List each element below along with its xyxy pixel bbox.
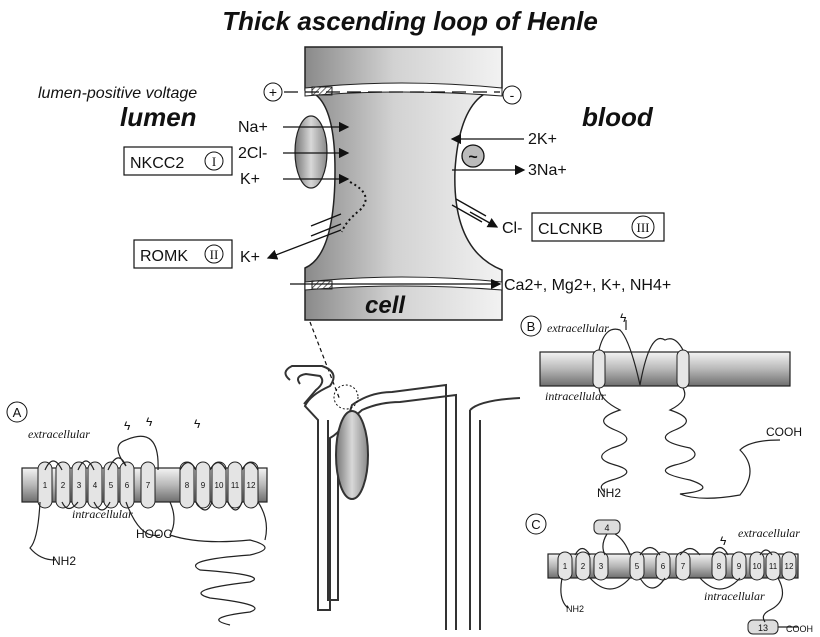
- panel-a-segment-1-label: 1: [43, 481, 48, 490]
- romk-roman: II: [210, 247, 219, 262]
- panel-c-loops: [561, 534, 798, 627]
- panel-c-segment-11-label: 11: [769, 562, 778, 571]
- na-label: Na+: [238, 119, 268, 136]
- panel-a-segment-7-label: 7: [146, 481, 151, 490]
- plus-text: +: [269, 84, 277, 100]
- panel-a-hooc: HOOC: [136, 527, 172, 541]
- panel-a-segment-3-label: 3: [77, 481, 82, 490]
- panel-a-letter: A: [13, 405, 22, 420]
- panel-c-cooh: COOH: [786, 624, 813, 634]
- nephron-tubule: [285, 366, 446, 630]
- panel-b-extracellular: extracellular: [547, 321, 609, 335]
- panel-a-intracellular: intracellular: [72, 507, 133, 521]
- nkcc2-label: NKCC2: [130, 155, 184, 172]
- panel-b-m2: [677, 350, 689, 388]
- tal-segment: [336, 411, 368, 499]
- k-lumen-label: K+: [240, 171, 260, 188]
- panel-a-segment-2-label: 2: [61, 481, 66, 490]
- paracellular-label: Ca2+, Mg2+, K+, NH4+: [504, 277, 671, 294]
- panel-a-segment-6-label: 6: [125, 481, 130, 490]
- nephron-inner: [298, 374, 456, 630]
- panel-b-glyco: ϟ: [620, 311, 627, 325]
- k-romk-label: K+: [240, 249, 260, 266]
- panel-b-nh2: NH2: [597, 486, 621, 500]
- pump-symbol: ~: [468, 149, 477, 166]
- blood-label: blood: [582, 102, 654, 132]
- panel-c-segment-8-label: 8: [717, 562, 722, 571]
- junction-hatch-top: [312, 87, 332, 95]
- panel-a-segment-10-label: 10: [215, 481, 224, 490]
- minus-text: -: [510, 87, 515, 103]
- panel-c-glyco: ϟ: [720, 534, 727, 548]
- panel-a-glyco-3: ϟ: [194, 417, 201, 431]
- clcnkb-channel-b: [456, 199, 486, 216]
- panel-c-seg4-label: 4: [604, 523, 609, 533]
- panel-a-segment-8-label: 8: [185, 481, 190, 490]
- cell-label: cell: [365, 292, 406, 319]
- cl-blood-label: Cl-: [502, 220, 522, 237]
- panel-a-glyco-1: ϟ: [124, 419, 131, 433]
- lumen-label: lumen: [120, 102, 197, 132]
- macula-densa: [334, 385, 358, 409]
- panel-b-cooh: COOH: [766, 425, 802, 439]
- clcnkb-roman: III: [637, 220, 650, 235]
- voltage-label: lumen-positive voltage: [38, 85, 197, 102]
- panel-a-c-tail: [170, 502, 265, 625]
- panel-b-intracellular: intracellular: [545, 389, 606, 403]
- panel-c-letter: C: [531, 517, 540, 532]
- panel-a-segment-4-label: 4: [93, 481, 98, 490]
- romk-label: ROMK: [140, 248, 188, 265]
- panel-b-m1: [593, 350, 605, 388]
- panel-b-loop: [599, 320, 780, 498]
- figure-title: Thick ascending loop of Henle: [222, 6, 598, 36]
- panel-c-segment-5-label: 5: [635, 562, 640, 571]
- panel-a-segment-9-label: 9: [201, 481, 206, 490]
- panel-a-glyco-2: ϟ: [146, 415, 153, 429]
- k2-label: 2K+: [528, 131, 557, 148]
- junction-hatch-bottom: [312, 281, 332, 289]
- panel-c-intracellular: intracellular: [704, 589, 765, 603]
- collecting-duct: [470, 398, 520, 630]
- panel-a-extracellular: extracellular: [28, 427, 90, 441]
- panel-a: A extracellular intracellular 1234567891…: [7, 402, 267, 625]
- panel-b-letter: B: [527, 319, 536, 334]
- panel-b: B extracellular intracellular ϟ NH2 COOH: [521, 311, 802, 500]
- panel-c-segment-9-label: 9: [737, 562, 742, 571]
- panel-a-segment-12-label: 12: [247, 481, 256, 490]
- panel-c-segment-2-label: 2: [581, 562, 586, 571]
- panel-a-segment-11-label: 11: [231, 481, 240, 490]
- panel-c-segment-7-label: 7: [681, 562, 686, 571]
- panel-c-nh2: NH2: [566, 604, 584, 614]
- panel-c-seg13-label: 13: [758, 623, 768, 633]
- panel-c-segment-6-label: 6: [661, 562, 666, 571]
- panel-c-segment-3-label: 3: [599, 562, 604, 571]
- panel-c-segment-1-label: 1: [563, 562, 568, 571]
- panel-c-segment-10-label: 10: [753, 562, 762, 571]
- nephron-schematic: [285, 366, 520, 630]
- nkcc2-roman: I: [212, 154, 216, 169]
- panel-c-segment-12-label: 12: [785, 562, 794, 571]
- na3-label: 3Na+: [528, 162, 567, 179]
- cell-diagram: lumen-positive voltage + - lumen blood c…: [38, 47, 671, 400]
- panel-c-extracellular: extracellular: [738, 526, 800, 540]
- clcnkb-label: CLCNKB: [538, 221, 603, 238]
- panel-a-segment-5-label: 5: [109, 481, 114, 490]
- panel-b-membrane: [540, 352, 790, 386]
- panel-a-nh2: NH2: [52, 554, 76, 568]
- cl2-label: 2Cl-: [238, 145, 267, 162]
